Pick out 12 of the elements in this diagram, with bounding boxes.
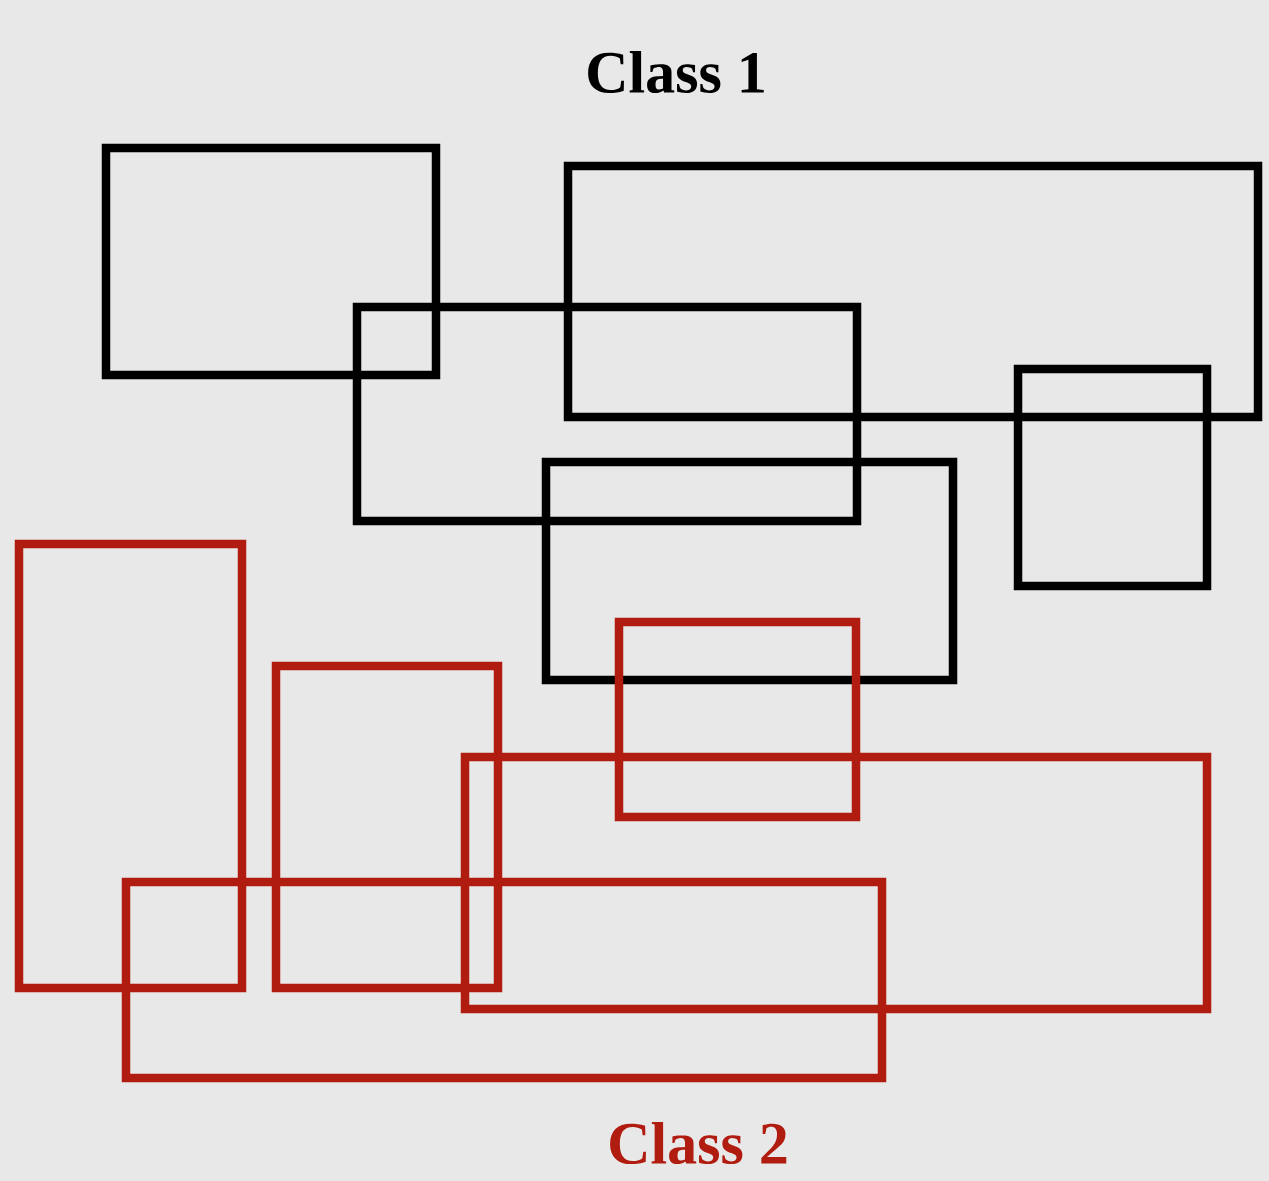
rectangle-outline xyxy=(1013,364,1212,591)
rectangle-outline xyxy=(460,752,1212,1014)
rectangle-outline xyxy=(563,161,1263,422)
rectangle-outline xyxy=(614,617,861,822)
rectangle-outline xyxy=(352,302,862,526)
class-label: Class 2 xyxy=(610,1121,787,1165)
rectangle-outline xyxy=(271,661,503,993)
rectangle-outline xyxy=(541,457,958,685)
rectangle-outline xyxy=(121,877,887,1083)
rectangle-outline xyxy=(101,143,441,380)
class-label: Class 1 xyxy=(588,50,764,94)
rectangle-outline xyxy=(14,539,247,993)
